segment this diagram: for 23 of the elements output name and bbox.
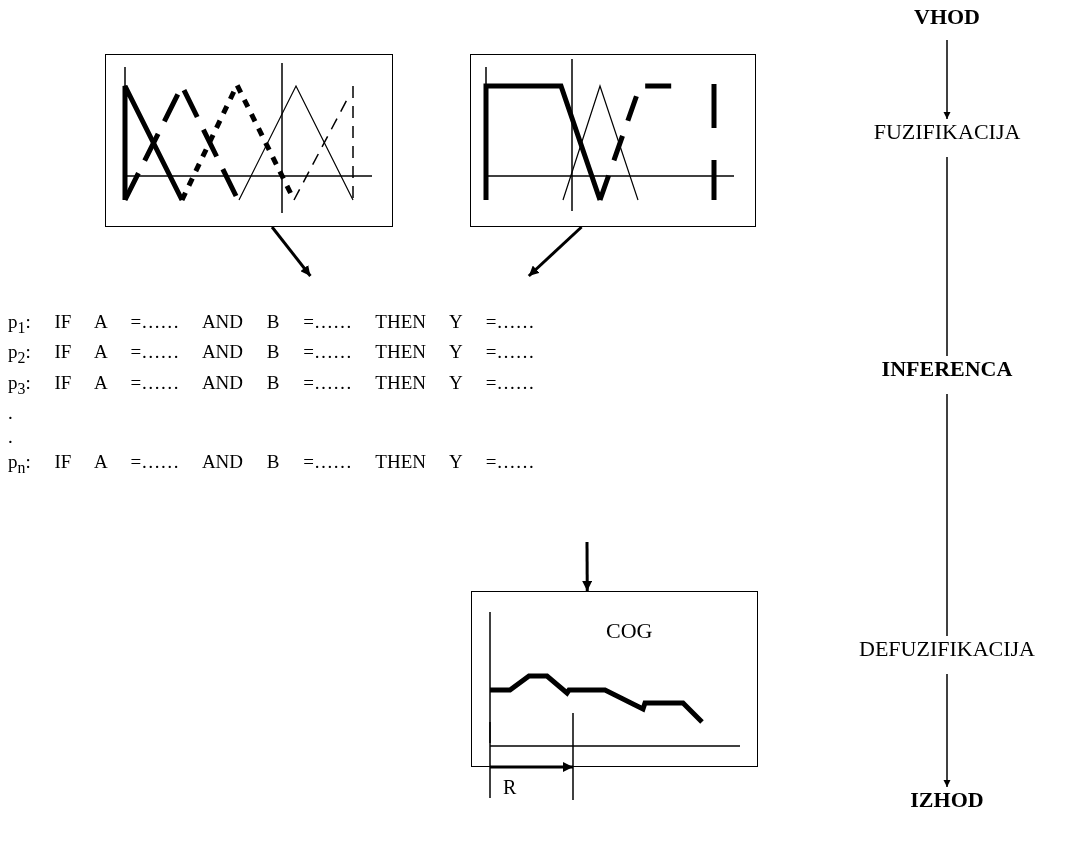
rule-text: . [8,425,14,450]
stage-label: DEFUZIFIKACIJA [858,636,1036,662]
rule-text: p$_{3}$: IF A =…… AND B =…… THEN Y =…… [8,370,536,399]
connector-line [946,393,948,637]
chart-frame [470,54,756,227]
connector-line [946,156,948,357]
rule-text: p$_{n}$: IF A =…… AND B =…… THEN Y =…… [8,449,536,478]
chart-frame [471,591,758,767]
stage-label: VHOD [913,4,981,30]
arrow [582,542,593,591]
arrow [943,673,951,788]
arrow [943,39,951,120]
arrow [270,226,312,277]
rule-text: p$_{2}$: IF A =…… AND B =…… THEN Y =…… [8,340,536,369]
arrow [527,225,583,278]
rule-text: . [8,400,14,425]
chart-frame [105,54,393,227]
chart-title: COG [606,618,653,644]
stage-label: IZHOD [909,787,985,813]
dimension-label: R [503,776,517,799]
stage-label: INFERENCA [880,356,1014,382]
rule-text: p$_{1}$: IF A =…… AND B =…… THEN Y =…… [8,310,536,338]
stage-label: FUZIFIKACIJA [872,119,1022,145]
